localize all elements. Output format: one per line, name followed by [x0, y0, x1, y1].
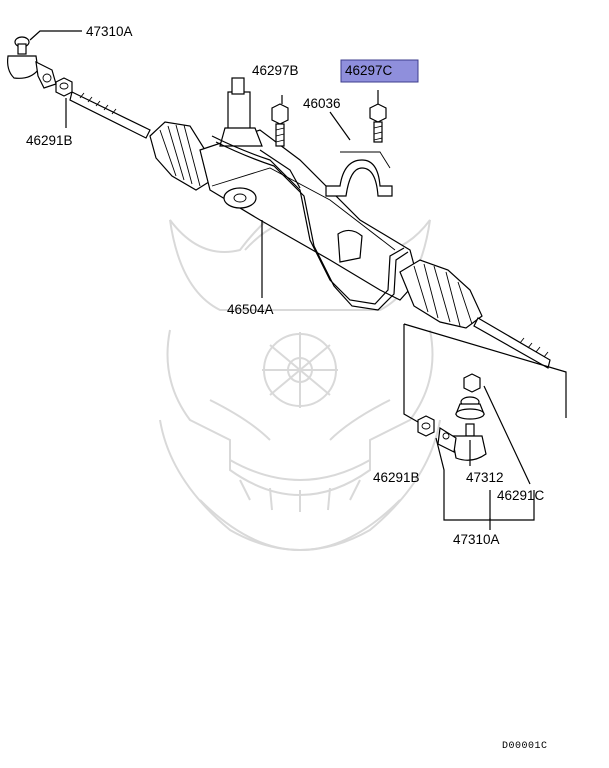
bolt-46297b[interactable] [271, 103, 289, 147]
clamp-46036[interactable] [325, 151, 393, 197]
label-47312[interactable]: 47312 [466, 470, 504, 485]
label-46036[interactable]: 46036 [303, 96, 341, 111]
boot-47312[interactable] [455, 396, 485, 420]
highlight-box [340, 59, 419, 83]
nut-46291c[interactable] [463, 373, 481, 393]
diagram-code: D00001C [502, 741, 548, 752]
label-46297c[interactable]: 46297C [345, 63, 393, 78]
leader-lines [29, 30, 567, 530]
left-tie-rod-shaft [69, 91, 151, 139]
tie-rod-end-right[interactable] [437, 423, 487, 461]
bolt-46297c[interactable] [369, 103, 387, 143]
label-46291b-bottom[interactable]: 46291B [373, 470, 420, 485]
label-46504a[interactable]: 46504A [227, 302, 274, 317]
label-47310a-bottom[interactable]: 47310A [453, 532, 500, 547]
label-46291b-top[interactable]: 46291B [26, 133, 73, 148]
steering-rack-housing[interactable] [149, 77, 551, 369]
label-47310a-top[interactable]: 47310A [86, 24, 133, 39]
lock-nut-left[interactable] [55, 77, 73, 97]
lock-nut-right[interactable] [417, 415, 435, 437]
tie-rod-end-left[interactable] [7, 36, 57, 89]
samurai-helmet-watermark-icon [159, 198, 441, 551]
label-46297b[interactable]: 46297B [252, 63, 299, 78]
label-46291c[interactable]: 46291C [497, 488, 545, 503]
